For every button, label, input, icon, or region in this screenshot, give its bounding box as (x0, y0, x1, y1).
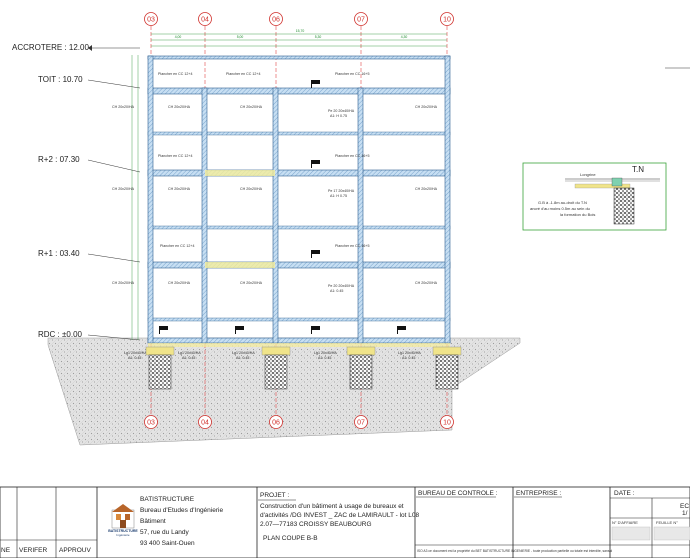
plan-label: PLAN COUPE B-B (263, 535, 318, 542)
plancher-label: Plancher en CC 16+5 (335, 244, 369, 248)
axis-label-bottom: 04 (201, 420, 209, 427)
axis-label-bottom: 10 (443, 420, 451, 427)
chain-label: CH 20x20/HA (240, 281, 263, 285)
edge-code: 1/ (682, 510, 688, 517)
poutre-label: Pe 17 20x40/HA (328, 189, 355, 193)
level-accrotere: ACCROTERE : 12.00 (12, 43, 89, 52)
longrine-label: Lg1 20x40/HA (398, 351, 421, 355)
axis-label-bottom: 03 (147, 420, 155, 427)
chain-label: CH 20x20/HA (168, 187, 191, 191)
axis-label-top: 06 (272, 17, 280, 24)
dim-span: 4,30 (401, 35, 408, 39)
footer-legal-note: ISO A3 ce document est la propriété du B… (417, 549, 612, 553)
company-line: 93 400 Saint-Ouen (140, 540, 195, 547)
title-block: NE VERIFER APPROUV BATISTRUCTURE Ingénie… (0, 486, 690, 558)
longrine-sub-label: A1: 0.45 (236, 356, 249, 360)
poutre-sub-label: A1: 0.45 (330, 289, 343, 293)
flag-markers (159, 80, 406, 334)
poutre-sub-label: A1: H 0.75 (330, 194, 347, 198)
affaire-label: N° D'AFFAIRE (612, 520, 638, 525)
logo-sub-text: Ingénierie (116, 533, 130, 537)
chain-label: CH 20x20/HA (240, 105, 263, 109)
level-r2: R+2 : 07.30 (38, 155, 80, 164)
longrine-sub-label: A1: 0.45 (402, 356, 415, 360)
chain-label: CH 20x20/HA (112, 281, 135, 285)
detail-note: G.B à -1.8m au-droit du T.N (538, 200, 587, 205)
level-r1: R+1 : 03.40 (38, 249, 80, 258)
col-label-approuv: APPROUV (59, 547, 91, 554)
projet-line: d'activités /DG INVEST _ ZAC de LAMIRAUL… (260, 512, 419, 519)
detail-top-label: Longrine (580, 172, 596, 177)
company-line: 57, rue du Landy (140, 529, 190, 536)
level-rdc: RDC : ±0.00 (38, 330, 83, 339)
chain-label: CH 20x20/HA (112, 105, 135, 109)
edge-code: EC (680, 503, 689, 510)
poutre-sub-label: A1: H 0.75 (330, 114, 347, 118)
chain-label: CH 20x20/HA (415, 281, 438, 285)
longrine-label: Lg1 20x40/HA (314, 351, 337, 355)
longrine-sub-label: A1: 0.45 (182, 356, 195, 360)
dim-overall: 15,70 (296, 29, 305, 33)
axis-bubbles-bottom: 03 04 06 07 10 (144, 415, 454, 429)
company-line: Bureau d'Etudes d'Ingénierie (140, 507, 223, 514)
detail-tn-label: T.N (632, 165, 644, 174)
company-logo: BATISTRUCTURE Ingénierie (108, 504, 138, 537)
date-label: DATE : (614, 490, 635, 497)
poutre-label: Pe 20 20x40/HA (328, 109, 355, 113)
projet-label: PROJET : (260, 492, 289, 499)
plancher-label: Plancher en CC 12+4 (158, 72, 192, 76)
chain-label: CH 20x20/HA (168, 105, 191, 109)
longrine-sub-label: A1: 0.45 (128, 356, 141, 360)
axis-label-top: 03 (147, 17, 155, 24)
plancher-label: Plancher en CC 12+4 (226, 72, 260, 76)
poutre-label: Pe 20 20x40/HA (328, 284, 355, 288)
feuille-label: FEUILLE N° (656, 520, 678, 525)
building-frame (147, 55, 451, 347)
entreprise-label: ENTREPRISE : (516, 490, 561, 497)
col-label-verifer: VERIFER (19, 547, 47, 554)
col-label-ne: NE (1, 547, 11, 554)
axis-label-top: 04 (201, 17, 209, 24)
detail-note: ancré d'au moins 0.5m au sein du (530, 206, 590, 211)
longrine-label: Lg1 20x40/HA (178, 351, 201, 355)
chain-label: CH 20x20/HA (240, 187, 263, 191)
foundation-detail-box: T.N Longrine G.B à -1.8m au-droit du T.N… (522, 162, 667, 231)
plancher-label: Plancher en CC 12+4 (158, 154, 192, 158)
chain-label: CH 20x20/HA (415, 105, 438, 109)
projet-line: 2.07—77183 CROISSY BEAUBOURG (260, 521, 372, 528)
plancher-label: Plancher en CC 16+5 (335, 72, 369, 76)
dim-span: 5,30 (315, 35, 322, 39)
longrine-label: Lg1 20x40/HA (124, 351, 147, 355)
axis-label-top: 07 (357, 17, 365, 24)
axis-bubbles-top: 03 04 06 07 10 (144, 12, 454, 26)
axis-label-bottom: 06 (272, 420, 280, 427)
axis-label-top: 10 (443, 17, 451, 24)
dim-span: 4,00 (175, 35, 182, 39)
level-toit: TOIT : 10.70 (38, 75, 83, 84)
level-markers: ACCROTERE : 12.00 TOIT : 10.70 R+2 : 07.… (12, 43, 141, 341)
company-line: Bâtiment (140, 518, 166, 525)
dim-span: 5,00 (237, 35, 244, 39)
affaire-value-box[interactable] (611, 526, 651, 541)
detail-note: la formation du Bois (560, 212, 595, 217)
chain-label: CH 20x20/HA (168, 281, 191, 285)
longrine-sub-label: A1: 0.45 (318, 356, 331, 360)
longrine-label: Lg1 20x40/HA (232, 351, 255, 355)
projet-line: Construction d'un bâtiment à usage de bu… (260, 503, 404, 510)
axis-label-bottom: 07 (357, 420, 365, 427)
chain-label: CH 20x20/HA (112, 187, 135, 191)
floor-annotations: Plancher en CC 12+4 Plancher en CC 12+4 … (112, 72, 438, 360)
plancher-label: Plancher en CC 12+4 (160, 244, 194, 248)
chain-label: CH 20x20/HA (415, 187, 438, 191)
dimension-lines (131, 33, 447, 340)
logo-text: BATISTRUCTURE (108, 529, 138, 533)
plancher-label: Plancher en CC 16+5 (335, 154, 369, 158)
company-name: BATISTRUCTURE (140, 496, 195, 503)
foundations (145, 346, 462, 390)
feuille-value-box[interactable] (653, 526, 690, 541)
bureau-controle-label: BUREAU DE CONTROLE : (418, 490, 498, 497)
